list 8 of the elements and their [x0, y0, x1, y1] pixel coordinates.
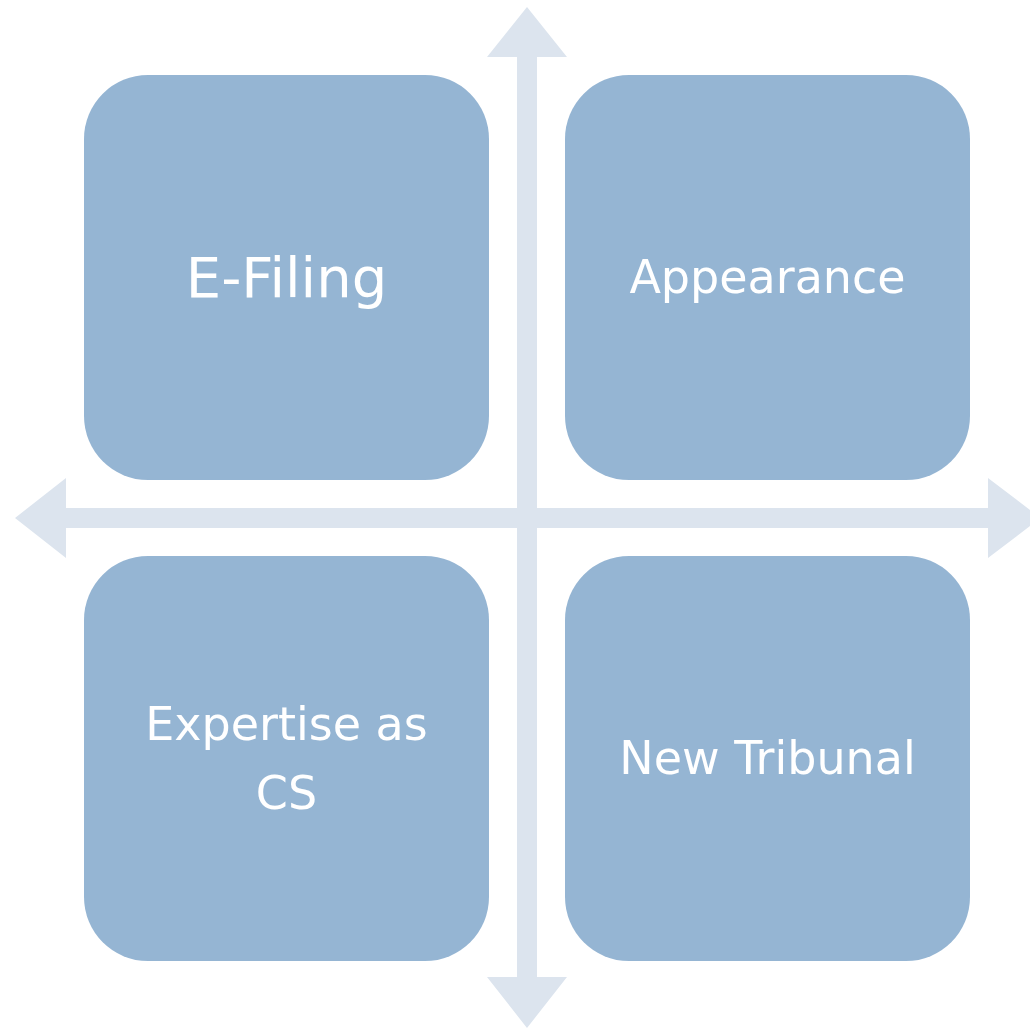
- box-label: New Tribunal: [619, 730, 916, 787]
- rounded-box: [565, 556, 970, 961]
- rounded-box: [84, 75, 489, 480]
- rounded-box: [84, 556, 489, 961]
- rounded-box: [565, 75, 970, 480]
- box-label: Expertise as CS: [144, 695, 429, 822]
- box-label: E-Filing: [185, 243, 388, 312]
- box-label: Appearance: [629, 249, 906, 306]
